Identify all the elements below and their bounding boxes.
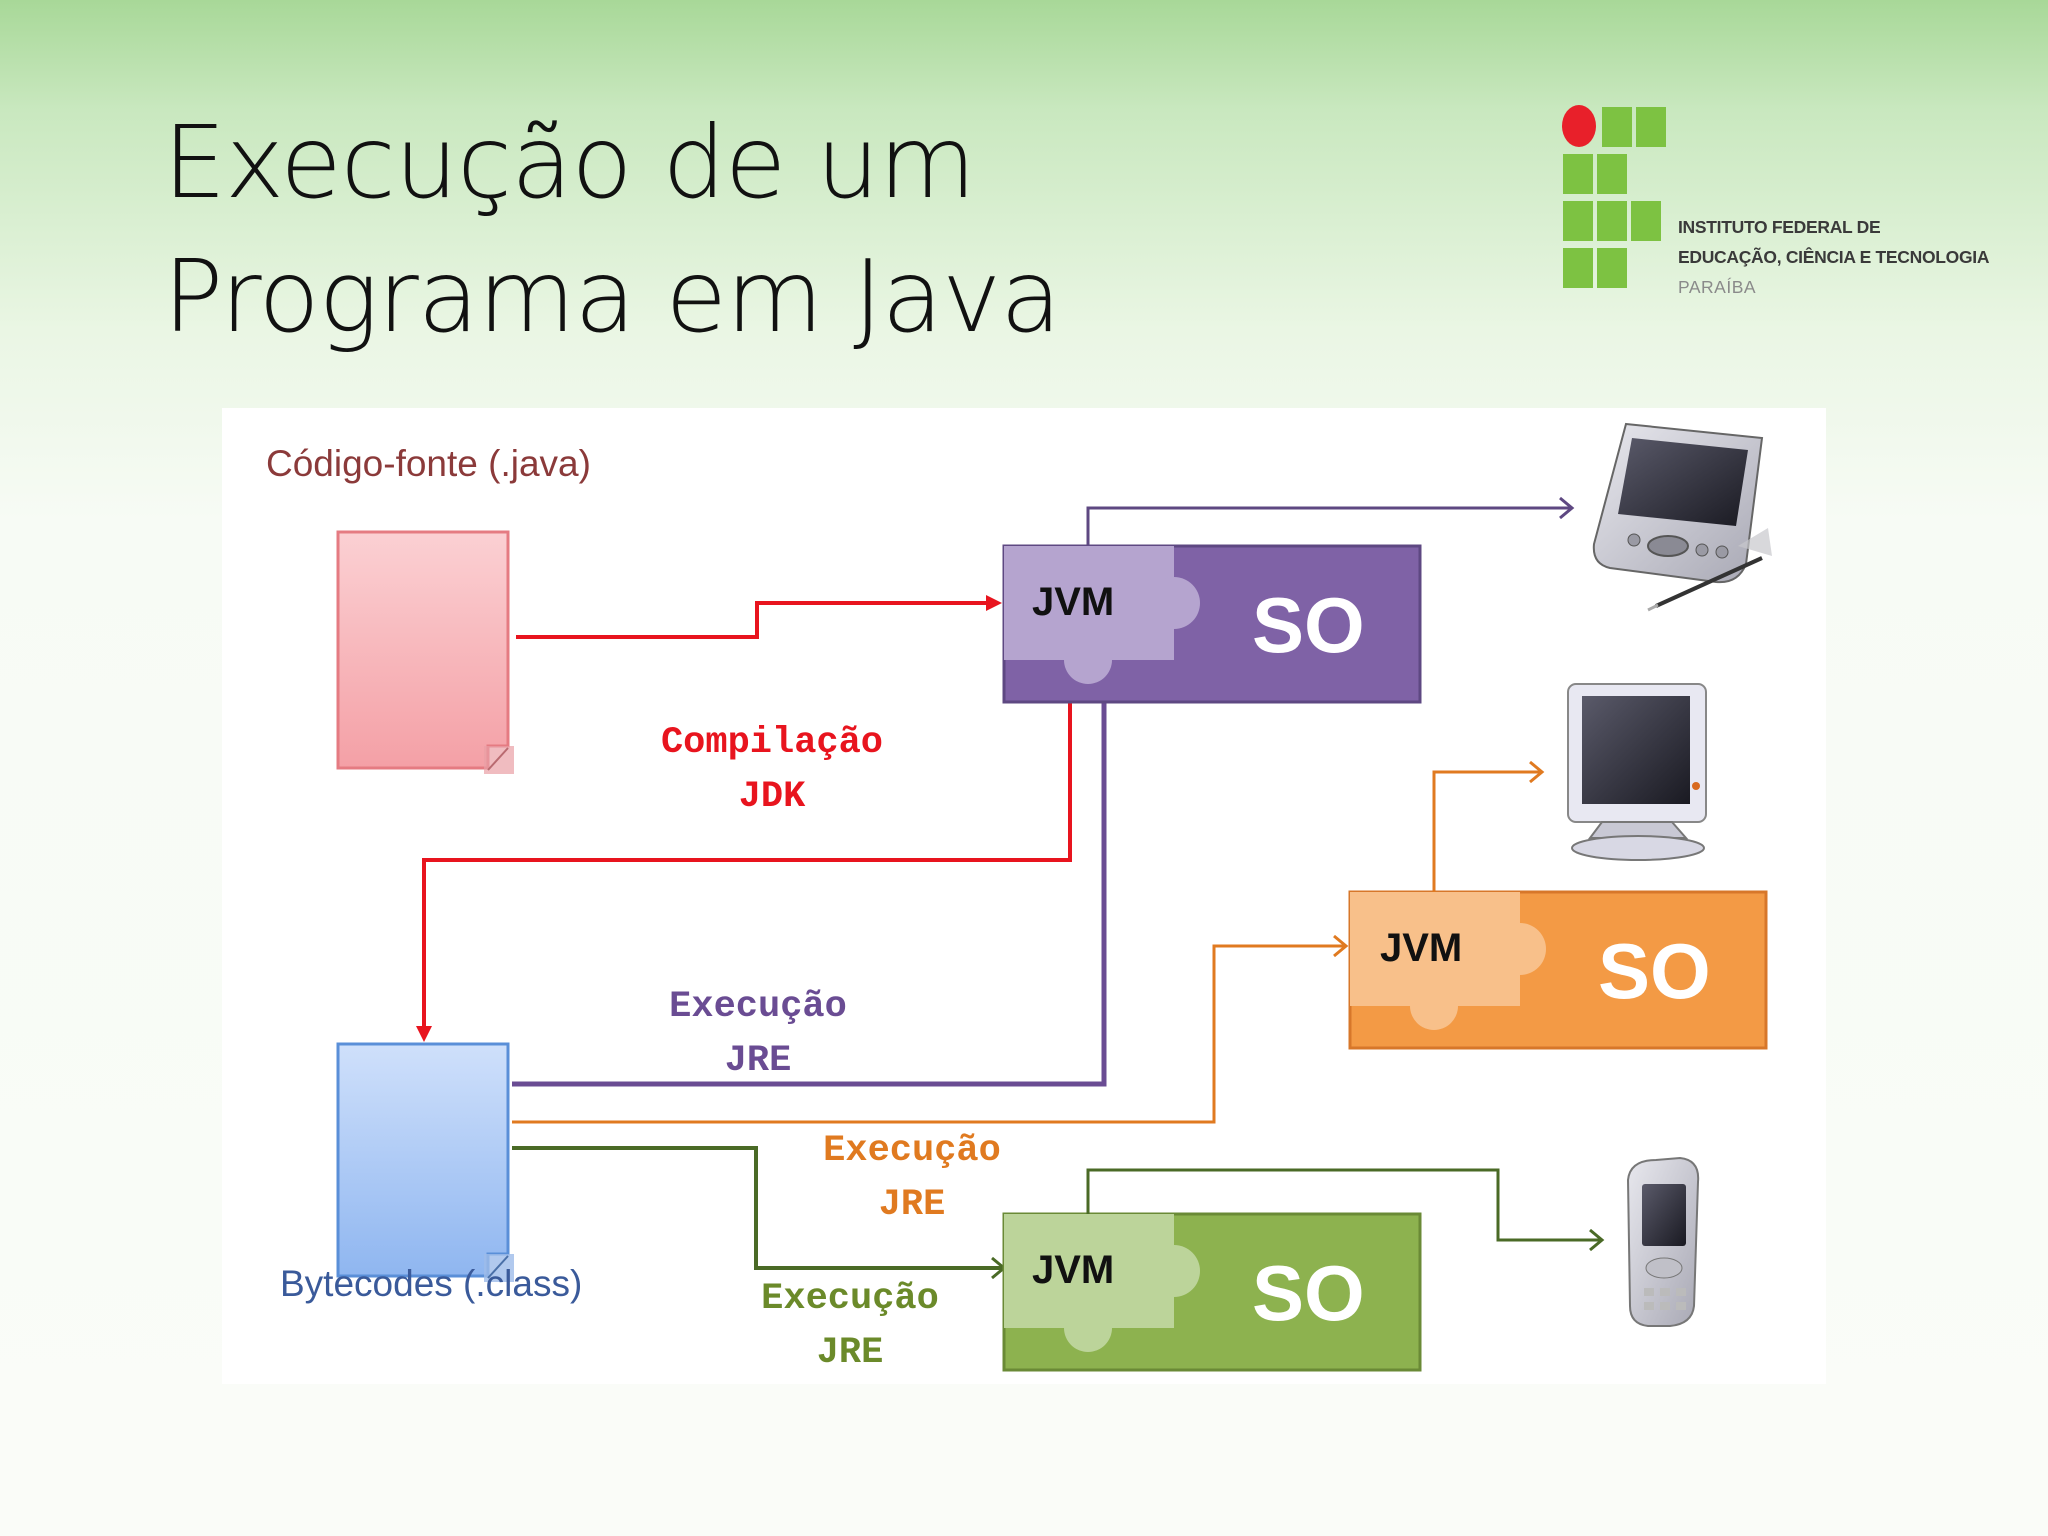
title-line-2: Programa em Java [163,238,1061,355]
if-logo-icon [1562,105,1666,288]
logo-line-3: PARAÍBA [1678,277,1757,297]
orange-exec-label-line-1: Execução [823,1130,1001,1172]
platform-green: JVM SO [1002,1168,1605,1372]
source-file-icon [336,530,514,774]
logo-line-1: INSTITUTO FEDERAL DE [1678,217,1881,237]
compile-arrow [416,595,1072,1042]
pda-icon [1592,422,1772,612]
so-label: SO [1598,927,1711,1015]
compile-label-line-1: Compilação [661,722,883,764]
bytecode-label: Bytecodes (.class) [280,1263,582,1304]
logo-line-2: EDUCAÇÃO, CIÊNCIA E TECNOLOGIA [1678,247,1990,267]
so-label: SO [1252,1249,1365,1337]
orange-exec-arrow [512,934,1349,1124]
slide-title: Execução de um Programa em Java [163,96,1061,364]
jvm-puzzle-piece [1004,1214,1200,1352]
jvm-puzzle-piece [1004,546,1200,684]
so-label: SO [1252,581,1365,669]
purple-exec-label-line-2: JRE [725,1040,792,1082]
bytecode-file-icon [336,1042,514,1282]
compile-label-line-2: JDK [739,776,806,818]
platform-purple: JVM SO [1002,496,1575,704]
jvm-label: JVM [1380,926,1462,970]
source-code-label: Código-fonte (.java) [266,443,591,484]
jvm-label: JVM [1032,1248,1114,1292]
purple-exec-label-line-1: Execução [669,986,847,1028]
institution-logo: INSTITUTO FEDERAL DE EDUCAÇÃO, CIÊNCIA E… [1560,104,2000,304]
orange-exec-label-line-2: JRE [879,1184,946,1226]
diagram-canvas: Código-fonte (.java) Bytecodes (.class) … [266,422,1772,1374]
platform-orange: JVM SO [1348,760,1768,1050]
jvm-puzzle-piece [1350,892,1546,1030]
green-exec-label-line-2: JRE [817,1332,884,1374]
phone-icon [1626,1156,1700,1327]
monitor-icon [1567,683,1707,861]
logo-text: INSTITUTO FEDERAL DE EDUCAÇÃO, CIÊNCIA E… [1678,212,1990,302]
jvm-label: JVM [1032,580,1114,624]
java-execution-diagram: Código-fonte (.java) Bytecodes (.class) … [222,408,1826,1384]
title-line-1: Execução de um [163,104,976,221]
green-exec-label-line-1: Execução [761,1278,939,1320]
